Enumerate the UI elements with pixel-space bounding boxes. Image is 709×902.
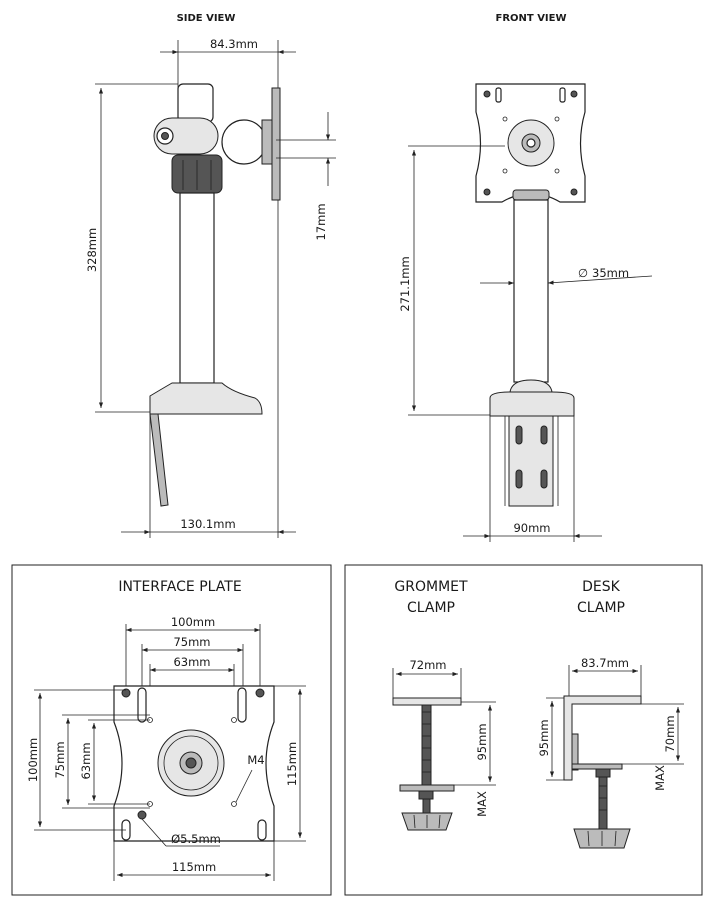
plate-hole-label: Ø5.5mm: [171, 832, 221, 846]
grommet-dim-width: 72mm: [409, 658, 446, 672]
interface-plate-frame: [11, 564, 332, 896]
side-dim-17: 17mm: [314, 203, 328, 240]
front-pole: [513, 199, 549, 383]
desk-max: MAX: [653, 765, 667, 791]
plate-dim-63-left: 63mm: [79, 742, 93, 779]
side-clamp-lever: [149, 413, 169, 507]
side-base: [149, 382, 263, 415]
plate-dim-100-left: 100mm: [26, 738, 40, 782]
desk-title-line2: CLAMP: [577, 600, 625, 616]
plate-dim-115-right: 115mm: [285, 742, 299, 786]
grommet-threaded-rod: [421, 704, 432, 786]
plate-screw-label: M4: [247, 753, 264, 767]
desk-lower-plate: [571, 763, 623, 770]
grommet-plate: [399, 784, 455, 792]
side-dim-84: 84.3mm: [210, 37, 258, 51]
front-base-top: [509, 379, 553, 393]
side-view: SIDE VIEW 84.3mm 328mm 17mm: [85, 13, 336, 538]
plate-dim-63-top: 63mm: [173, 655, 210, 669]
front-view-title: FRONT VIEW: [495, 13, 566, 24]
side-dim-328: 328mm: [85, 228, 99, 272]
desk-threaded-rod: [598, 776, 608, 830]
grommet-top-plate: [392, 697, 462, 706]
side-dim-130: 130.1mm: [180, 517, 235, 531]
desk-dim-height-right: 70mm: [663, 715, 677, 752]
grommet-title-line2: CLAMP: [407, 600, 455, 616]
side-hinge-block: [153, 117, 219, 155]
interface-plate-panel: INTERFACE PLATE 100mm 75mm 63mm: [11, 564, 332, 896]
plate-dim-115-bottom: 115mm: [172, 860, 216, 874]
plate-dim-100-top: 100mm: [171, 615, 215, 629]
plate-dim-75-left: 75mm: [53, 741, 67, 778]
front-dim-90: 90mm: [513, 521, 550, 535]
desk-dim-height-left: 95mm: [537, 719, 551, 756]
side-vesa-plate: [271, 87, 281, 201]
side-pole: [179, 192, 215, 384]
front-dim-35: 35mm: [592, 266, 629, 280]
grommet-max: MAX: [475, 791, 489, 817]
grommet-title-line1: GROMMET: [394, 579, 468, 595]
desk-title-line1: DESK: [582, 579, 621, 595]
interface-plate-title: INTERFACE PLATE: [118, 579, 241, 595]
side-cap: [177, 83, 214, 123]
front-dim-diam-symbol: ∅: [578, 266, 588, 280]
grommet-dim-height: 95mm: [475, 723, 489, 760]
front-base: [489, 391, 575, 417]
clamp-frame: [344, 564, 703, 896]
desk-dim-width: 83.7mm: [581, 656, 629, 670]
side-view-title: SIDE VIEW: [177, 13, 236, 24]
front-dim-271: 271.1mm: [398, 256, 412, 311]
side-pivot-ball: [221, 119, 267, 165]
plate-dim-75-top: 75mm: [173, 635, 210, 649]
clamp-panel: GROMMET CLAMP 72mm 95mm MAX DESK CLAMP 8…: [344, 564, 703, 896]
front-view: FRONT VIEW 271.1mm ∅ 35mm: [398, 13, 653, 542]
